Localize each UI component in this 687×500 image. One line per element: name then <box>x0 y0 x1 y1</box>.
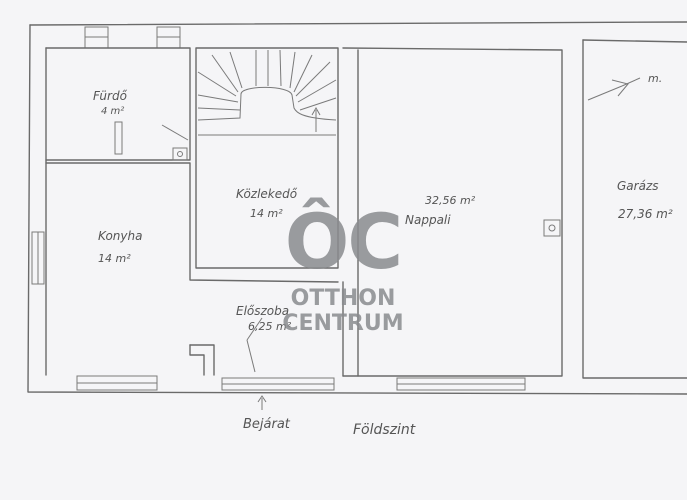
room-label-eloszoba: Előszoba 6,25 m² <box>236 304 292 333</box>
entry-hall-walls <box>189 281 344 377</box>
outer-walls <box>27 21 687 395</box>
room-area: 14 m² <box>250 207 283 220</box>
watermark-line2: CENTRUM <box>282 311 403 336</box>
floor-label: Földszint <box>353 422 416 438</box>
room-area: 32,56 m² <box>425 194 476 207</box>
entrance-label: Bejárat <box>243 417 291 432</box>
room-area: 27,36 m² <box>618 207 673 221</box>
room-area: 4 m² <box>101 106 124 117</box>
kitchen-walls <box>31 162 339 285</box>
watermark-line1: OTTHON <box>291 286 396 311</box>
room-name: Fürdő <box>93 89 128 103</box>
room-label-garazs: Garázs 27,36 m² <box>617 179 673 221</box>
watermark-logo: ÔC <box>285 196 401 286</box>
living-room-walls <box>342 47 563 377</box>
staircase <box>195 47 339 269</box>
bottom-windows <box>76 375 526 410</box>
room-area: 6,25 m² <box>248 320 292 333</box>
room-name: Előszoba <box>236 304 289 318</box>
garage-arrow-label: m. <box>648 72 662 85</box>
room-name: Garázs <box>617 179 659 193</box>
room-area: 14 m² <box>98 252 131 265</box>
room-label-nappali: 32,56 m² Nappali <box>405 194 476 227</box>
room-label-konyha: Konyha 14 m² <box>98 229 142 265</box>
bathroom-walls <box>45 47 191 161</box>
garage-walls <box>582 39 687 379</box>
room-name: Konyha <box>98 229 142 243</box>
room-label-furdo: Fürdő 4 m² <box>93 89 128 117</box>
room-name: Közlekedő <box>236 187 298 201</box>
room-label-kozlekedo: Közlekedő 14 m² <box>236 187 298 220</box>
room-name: Nappali <box>405 213 451 227</box>
otthon-centrum-watermark: ÔC OTTHON CENTRUM <box>282 196 403 336</box>
